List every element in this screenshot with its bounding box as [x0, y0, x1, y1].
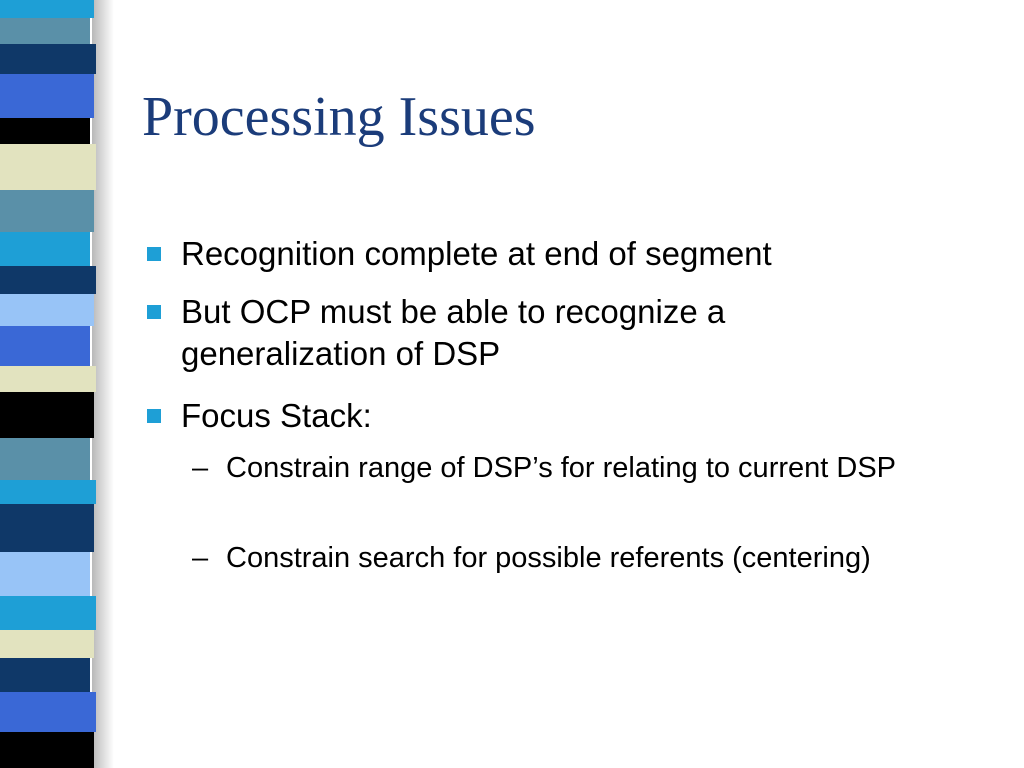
- decorative-color-stripe: [0, 0, 96, 768]
- stripe-block: [0, 658, 90, 692]
- square-bullet-icon: [147, 305, 161, 319]
- stripe-block: [0, 630, 94, 658]
- bullet-text: Focus Stack:: [181, 397, 372, 434]
- stripe-block: [0, 504, 94, 552]
- stripe-block: [0, 326, 90, 366]
- stripe-block: [0, 294, 94, 326]
- stripe-block: [0, 692, 96, 732]
- stripe-block: [0, 144, 96, 190]
- stripe-block: [0, 74, 94, 118]
- stripe-block: [0, 596, 96, 630]
- sub-bullet-text: Constrain range of DSP’s for relating to…: [226, 452, 897, 484]
- sub-bullet-text: Constrain search for possible referents …: [226, 542, 871, 574]
- stripe-block: [0, 190, 94, 232]
- stripe-block: [0, 266, 96, 294]
- stripe-block: [0, 118, 90, 144]
- bullet-text: Recognition complete at end of segment: [181, 235, 772, 272]
- square-bullet-icon: [147, 247, 161, 261]
- stripe-block: [0, 552, 90, 596]
- dash-marker: –: [192, 542, 209, 574]
- stripe-block: [0, 232, 90, 266]
- stripe-block: [0, 18, 90, 44]
- square-bullet-icon: [147, 409, 161, 423]
- bullet-text: But OCP must be able to recognize a gene…: [181, 293, 726, 372]
- stripe-block: [0, 480, 96, 504]
- stripe-block: [0, 438, 90, 480]
- dash-marker: –: [192, 452, 209, 484]
- stripe-block: [0, 366, 96, 392]
- stripe-block: [0, 0, 94, 18]
- stripe-shadow: [92, 0, 114, 768]
- stripe-block: [0, 44, 96, 74]
- stripe-block: [0, 732, 94, 768]
- stripe-block: [0, 392, 94, 438]
- slide-title: Processing Issues: [142, 86, 536, 148]
